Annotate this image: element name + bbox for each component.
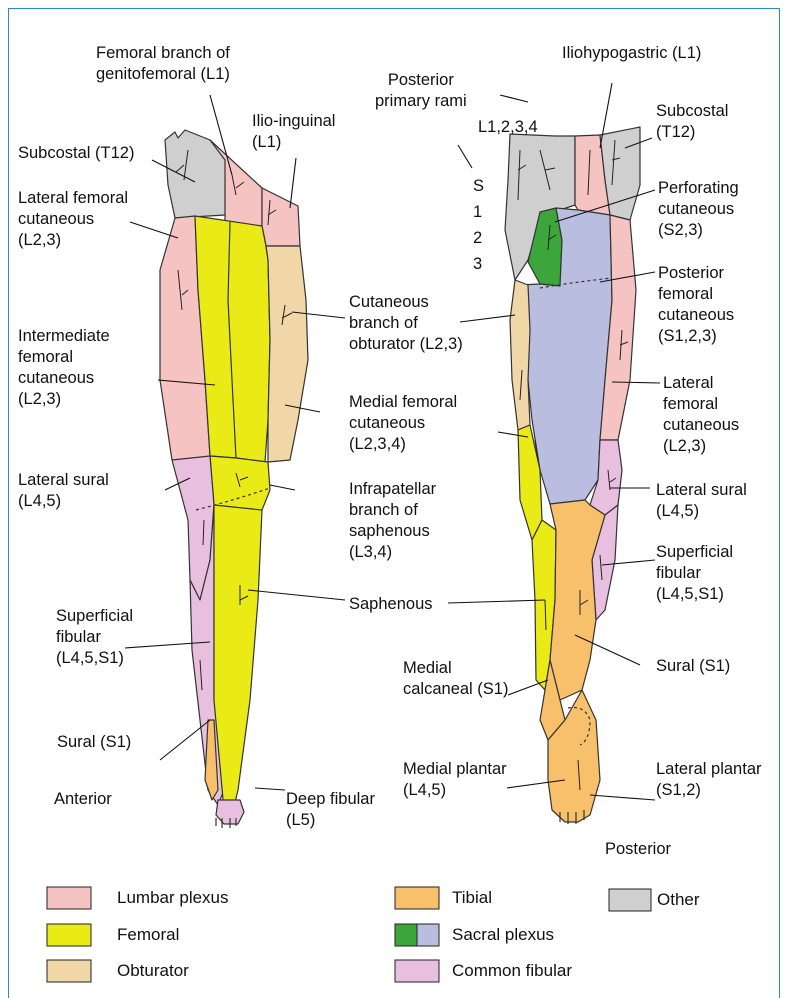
legend-swatch-sacral-blue bbox=[417, 924, 439, 946]
label-posterior-primary-rami: Posterior primary rami bbox=[375, 70, 467, 112]
ant-region-saphenous bbox=[214, 505, 262, 815]
legend-sacral-plexus: Sacral plexus bbox=[452, 925, 554, 945]
label-lateral-sural-anterior: Lateral sural (L4,5) bbox=[18, 470, 109, 512]
legend-common-fibular: Common fibular bbox=[452, 961, 572, 981]
label-subcostal-posterior: Subcostal (T12) bbox=[656, 101, 728, 143]
legend-femoral: Femoral bbox=[117, 925, 179, 945]
label-sural-posterior: Sural (S1) bbox=[656, 656, 730, 677]
label-l1234: L1,2,3,4 bbox=[478, 117, 538, 138]
label-intermediate-femoral-cutaneous: Intermediate femoral cutaneous (L2,3) bbox=[18, 326, 110, 410]
legend-swatch-sacral-green bbox=[395, 924, 417, 946]
legend-lumbar-plexus: Lumbar plexus bbox=[117, 888, 229, 908]
label-lateral-femoral-cutaneous-anterior: Lateral femoral cutaneous (L2,3) bbox=[18, 188, 128, 251]
label-superficial-fibular-anterior: Superficial fibular (L4,5,S1) bbox=[56, 606, 133, 669]
legend-swatch-common-fibular bbox=[395, 960, 439, 982]
label-lateral-sural-posterior: Lateral sural (L4,5) bbox=[656, 480, 747, 522]
label-saphenous: Saphenous bbox=[349, 594, 433, 615]
legend-swatch-obturator bbox=[47, 960, 91, 982]
label-infrapatellar-saphenous: Infrapatellar branch of saphenous (L3,4) bbox=[349, 479, 436, 563]
view-label-anterior: Anterior bbox=[54, 789, 112, 810]
label-sural-anterior: Sural (S1) bbox=[57, 732, 131, 753]
ant-region-obturator bbox=[266, 246, 308, 462]
legend-tibial: Tibial bbox=[452, 888, 492, 908]
label-superficial-fibular-posterior: Superficial fibular (L4,5,S1) bbox=[656, 542, 733, 605]
legend-swatch-tibial bbox=[395, 887, 439, 909]
label-lateral-femoral-cutaneous-posterior: Lateral femoral cutaneous (L2,3) bbox=[663, 373, 739, 457]
label-sacral-segments: S 1 2 3 bbox=[473, 173, 484, 277]
anterior-leg bbox=[160, 130, 308, 828]
ant-region-infrapatellar bbox=[210, 456, 270, 512]
label-cutaneous-branch-obturator: Cutaneous branch of obturator (L2,3) bbox=[349, 292, 463, 355]
ant-region-subcostal bbox=[165, 130, 228, 218]
legend-other: Other bbox=[657, 890, 700, 910]
label-ilio-inguinal: Ilio-inguinal (L1) bbox=[252, 111, 335, 153]
label-subcostal-anterior: Subcostal (T12) bbox=[18, 143, 134, 164]
label-femoral-branch-genitofemoral: Femoral branch of genitofemoral (L1) bbox=[96, 43, 230, 85]
label-deep-fibular: Deep fibular (L5) bbox=[286, 789, 375, 831]
posterior-leg bbox=[505, 127, 640, 824]
legend-swatch-femoral bbox=[47, 924, 91, 946]
label-lateral-plantar: Lateral plantar (S1,2) bbox=[656, 759, 762, 801]
label-medial-calcaneal: Medial calcaneal (S1) bbox=[403, 658, 508, 700]
legend-swatch-other bbox=[609, 889, 651, 911]
label-iliohypogastric: Iliohypogastric (L1) bbox=[562, 43, 701, 64]
post-region-obturator bbox=[510, 280, 530, 430]
label-medial-plantar: Medial plantar (L4,5) bbox=[403, 759, 507, 801]
legend-swatch-lumbar bbox=[47, 887, 91, 909]
label-posterior-femoral-cutaneous: Posterior femoral cutaneous (S1,2,3) bbox=[658, 263, 734, 347]
legend-obturator: Obturator bbox=[117, 961, 189, 981]
label-perforating-cutaneous: Perforating cutaneous (S2,3) bbox=[658, 178, 739, 241]
view-label-posterior: Posterior bbox=[605, 839, 671, 860]
ant-region-ilioinguinal bbox=[262, 188, 300, 246]
label-medial-femoral-cutaneous: Medial femoral cutaneous (L2,3,4) bbox=[349, 392, 457, 455]
